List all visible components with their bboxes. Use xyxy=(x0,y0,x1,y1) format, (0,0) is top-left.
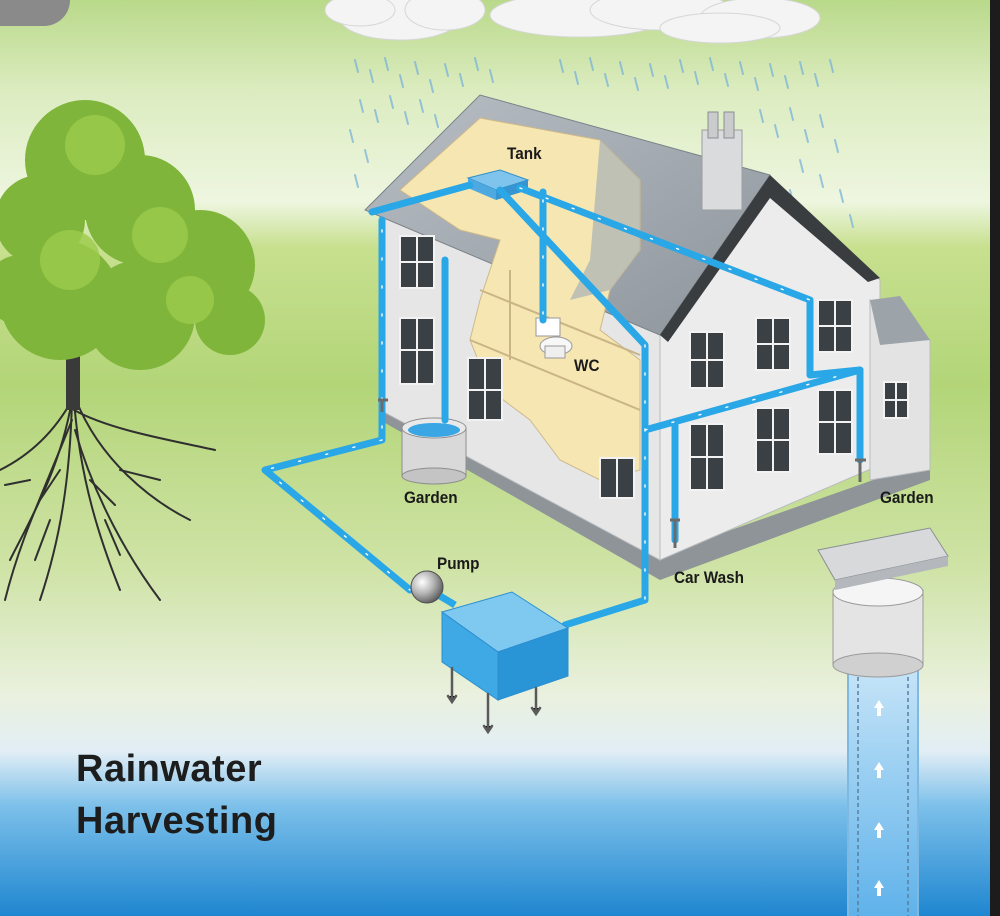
label-garden-left: Garden xyxy=(404,488,458,507)
well-icon xyxy=(817,527,949,916)
toilet-icon xyxy=(535,317,573,359)
label-pump: Pump xyxy=(437,554,480,573)
title-line-2: Harvesting xyxy=(76,800,278,842)
label-tank: Tank xyxy=(507,144,542,163)
rain-barrel-icon xyxy=(401,417,467,485)
label-garden-right: Garden xyxy=(880,488,934,507)
cloud-icon xyxy=(324,0,821,44)
right-edge-bar xyxy=(990,0,1000,916)
pipe-icon xyxy=(261,181,864,629)
corner-tab xyxy=(0,0,70,26)
label-wc: WC xyxy=(574,356,600,375)
pump-icon xyxy=(410,570,457,609)
storage-tank-icon xyxy=(440,591,570,735)
title-line-1: Rainwater xyxy=(76,748,263,790)
flow-arrow-icon xyxy=(874,700,884,896)
tree-icon xyxy=(0,100,265,601)
house-icon xyxy=(364,94,931,580)
label-car-wash: Car Wash xyxy=(674,568,745,587)
rain-icon xyxy=(349,57,854,313)
